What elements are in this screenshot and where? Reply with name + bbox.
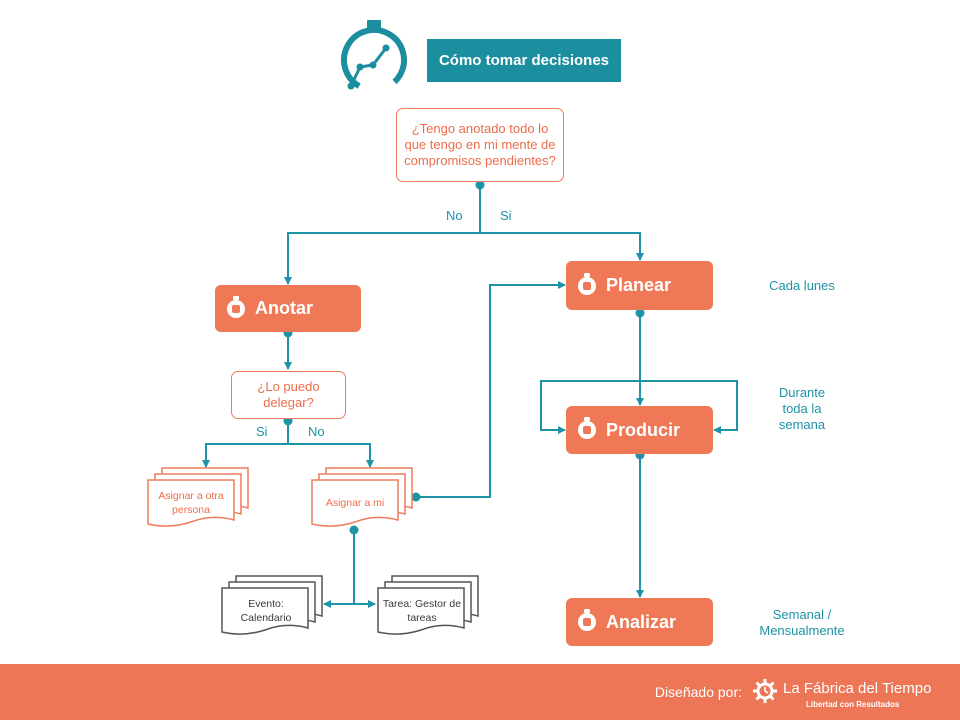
stopwatch-icon [578, 417, 596, 439]
step-producir: Producir [566, 406, 713, 454]
doc-stack-asignar-mi [311, 467, 413, 527]
branch-si-label: Si [256, 424, 268, 439]
stopwatch-icon [227, 295, 245, 318]
side-note-analizar: Semanal / Mensualmente [759, 607, 845, 638]
step-analizar: Analizar [566, 598, 713, 646]
doc-stack-evento [221, 575, 323, 635]
brand-name: La Fábrica del Tiempo [783, 680, 932, 697]
step-analizar-label: Analizar [606, 611, 677, 632]
doc-asignar-mi-label: Asignar a mi [325, 497, 385, 509]
doc-asignar-otra-label: Asignar a otra persona [158, 490, 224, 516]
page-title: Cómo tomar decisiones [427, 39, 621, 82]
footer-bar: Diseñado por: La Fábrica del Tiempo Libe… [0, 664, 960, 720]
stopwatch-icon [578, 609, 596, 631]
doc-tarea-label: Tarea: Gestor de tareas [382, 598, 462, 624]
step-anotar-label: Anotar [255, 298, 313, 318]
doc-evento-label: Evento: Calendario [240, 598, 292, 624]
doc-stack-tarea [377, 575, 479, 635]
branch-si-label: Si [500, 208, 512, 223]
designed-by-label: Diseñado por: [654, 684, 742, 700]
branch-no-label: No [308, 424, 325, 439]
question-pending-commitments: ¿Tengo anotado todo lo que tengo en mi m… [396, 108, 564, 182]
step-planear-label: Planear [606, 275, 672, 295]
branch-no-label: No [446, 208, 463, 223]
step-anotar: Anotar [215, 285, 361, 332]
stopwatch-chart-logo [341, 20, 407, 93]
doc-stack-asignar-otra [147, 467, 249, 527]
step-planear: Planear [566, 261, 713, 310]
side-note-producir: Durante toda la semana [778, 385, 826, 432]
question-delegate: ¿Lo puedo delegar? [231, 371, 346, 419]
side-note-planear: Cada lunes [769, 278, 835, 293]
stopwatch-icon [578, 272, 596, 295]
brand-slogan: Libertad con Resultados [806, 700, 900, 709]
step-producir-label: Producir [606, 419, 681, 440]
gear-logo-icon [753, 679, 777, 703]
